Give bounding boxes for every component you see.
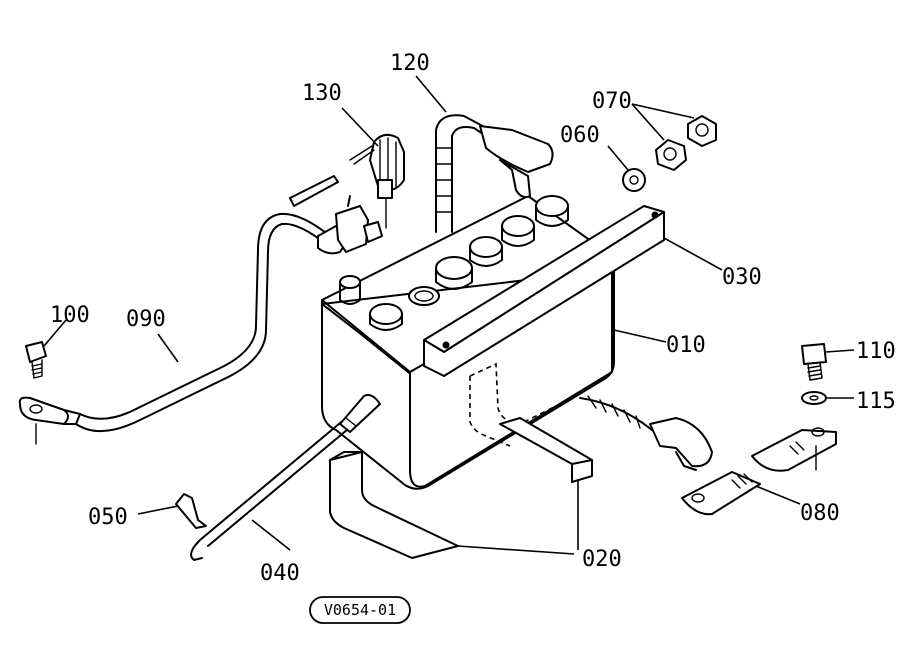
callout-010: 010 — [666, 333, 706, 358]
washer-and-nuts — [607, 103, 717, 192]
callout-130: 130 — [302, 81, 342, 106]
callout-020: 020 — [582, 547, 622, 572]
hold-down-rod — [190, 394, 381, 561]
battery — [321, 195, 667, 490]
lock-washer — [801, 391, 854, 405]
rear-cable — [579, 395, 713, 471]
battery-cell-caps — [339, 195, 569, 331]
callout-090: 090 — [126, 307, 166, 332]
callout-115: 115 — [856, 389, 896, 414]
callout-120: 120 — [390, 51, 430, 76]
ground-strap — [681, 427, 837, 516]
callout-100: 100 — [50, 303, 90, 328]
wing-nut — [137, 493, 207, 529]
callout-030: 030 — [722, 265, 762, 290]
callout-060: 060 — [560, 123, 600, 148]
callout-labels: 010 020 030 040 050 060 070 080 090 100 … — [50, 51, 896, 586]
battery-holder-bar — [423, 205, 723, 377]
reference-code: V0654-01 — [324, 601, 396, 619]
terminal-bolt — [25, 341, 47, 379]
callout-080: 080 — [800, 501, 840, 526]
callout-110: 110 — [856, 339, 896, 364]
reference-code-badge: V0654-01 — [309, 596, 411, 624]
terminal-clamp — [289, 107, 405, 229]
callout-050: 050 — [88, 505, 128, 530]
battery-holder-brackets — [329, 417, 593, 559]
negative-cable — [18, 195, 383, 445]
positive-cable — [415, 75, 554, 233]
ground-bolt — [801, 343, 855, 381]
callout-070: 070 — [592, 89, 632, 114]
callout-040: 040 — [260, 561, 300, 586]
